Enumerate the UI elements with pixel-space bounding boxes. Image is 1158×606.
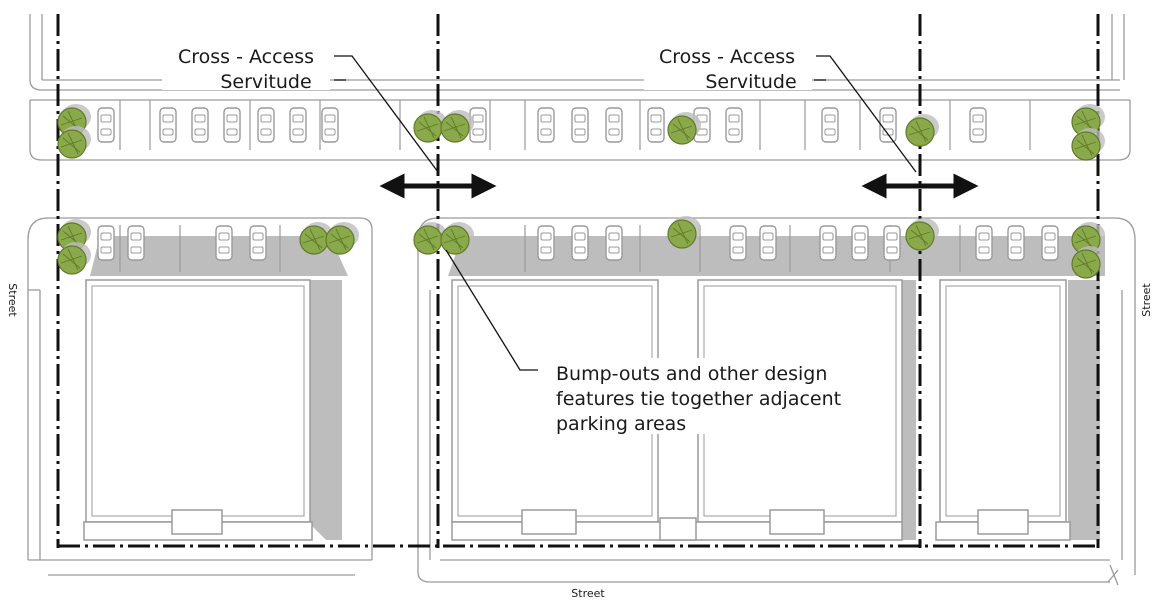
street-label-right: Street: [1140, 283, 1153, 317]
servitude-label: Servitude: [705, 71, 796, 93]
tree-icon: [440, 109, 475, 143]
street-label-bottom: Street: [571, 587, 605, 600]
bumpouts-line-1: Bump-outs and other design: [556, 363, 827, 385]
street-label-left: Street: [6, 283, 19, 317]
annotation-left: Cross - Access Servitude: [162, 42, 330, 93]
street-outlines: [27, 14, 1136, 586]
cross-access-label: Cross - Access: [659, 46, 795, 68]
servitude-label: Servitude: [220, 71, 311, 93]
cross-access-label: Cross - Access: [178, 46, 314, 68]
tree-icon: [905, 113, 940, 147]
property-lines: [56, 14, 1100, 548]
parked-cars-upper: [97, 107, 987, 143]
building-shadows: [90, 236, 1105, 540]
annotation-right: Cross - Access Servitude: [644, 42, 812, 93]
bumpouts-line-2: features tie together adjacent: [556, 388, 841, 410]
leader-lines: [210, 55, 917, 371]
annotation-bumpouts: Bump-outs and other design features tie …: [550, 358, 880, 435]
building-1: [85, 279, 311, 523]
bumpouts-line-3: parking areas: [556, 413, 686, 435]
tree-icon: [325, 221, 360, 255]
building-4: [939, 279, 1067, 523]
